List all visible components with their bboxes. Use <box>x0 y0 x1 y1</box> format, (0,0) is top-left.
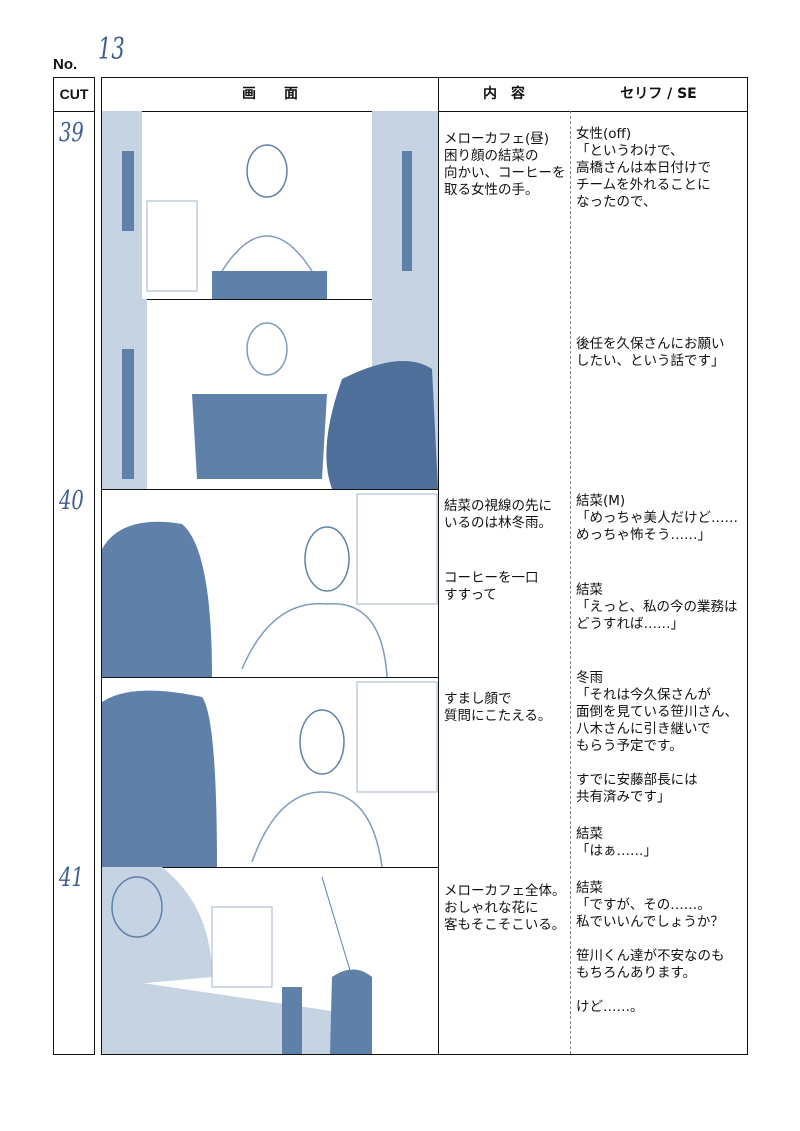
cut-41-dialogue: 結菜 「ですが、その……。 私でいいんでしょうか？ 笹川くん達が不安なのも もち… <box>576 880 725 1015</box>
cut-number: 39 <box>59 118 84 148</box>
panel-sketch <box>102 299 438 489</box>
cut-40-dialogue: 結菜 「はぁ……」 <box>576 826 657 859</box>
cut-40-dialogue: 冬雨 「それは今久保さんが 面倒を見ている笹川さん、 八木さんに引き継いで もら… <box>576 670 738 805</box>
panel-40a <box>102 489 438 678</box>
cut-40-contents: コーヒーを一口 すすって <box>444 570 539 603</box>
cut-40-contents: すまし顔で 質問にこたえる。 <box>444 691 552 724</box>
panel-sketch <box>102 493 438 677</box>
cut-39-contents: メローカフェ(昼) 困り顔の結菜の 向かい、コーヒーを 取る女性の手。 <box>444 131 566 198</box>
cut-39-dialogue: 女性(off) 「というわけで、 高橋さんは本日付けで チームを外れることに な… <box>576 126 711 210</box>
dialogue-header: セリフ / SE <box>620 86 697 102</box>
panel-sketch <box>102 681 438 867</box>
page-number: 13 <box>98 32 125 67</box>
cut-40-dialogue: 結菜 「えっと、私の今の業務は どうすれば……」 <box>576 582 738 632</box>
cut-40-dialogue: 結菜(M) 「めっちゃ美人だけど…… めっちゃ怖そう……」 <box>576 493 738 543</box>
cut-39-dialogue: 後任を久保さんにお願い したい、という話です」 <box>576 336 725 369</box>
cut-header: CUT <box>59 86 89 102</box>
panel-41 <box>102 867 438 1054</box>
page-number-label: No. <box>53 56 78 73</box>
cut-number: 40 <box>59 486 84 516</box>
cut-column: CUT 39 40 41 <box>53 77 95 1055</box>
cut-number: 41 <box>59 863 84 893</box>
panel-40b <box>102 677 438 868</box>
panel-39b <box>102 299 438 490</box>
screen-header: 画 面 <box>242 86 298 102</box>
cut-40-contents: 結菜の視線の先に いるのは林冬雨。 <box>444 498 552 531</box>
panel-sketch <box>102 111 438 299</box>
storyboard-table: 画 面 内 容 セリフ / SE <box>101 77 748 1055</box>
contents-header: 内 容 <box>483 86 525 102</box>
cut-41-contents: メローカフェ全体。 おしゃれな花に 客もそこそこいる。 <box>444 883 566 933</box>
panel-39a <box>102 111 438 300</box>
panel-sketch <box>102 867 372 1054</box>
